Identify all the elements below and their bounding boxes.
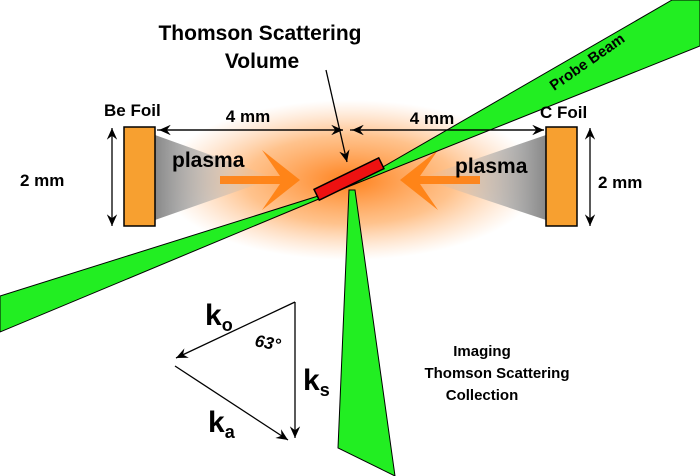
collection-line1: Imaging [453,343,511,360]
right-plasma-plume [420,135,546,220]
probe-beam-out [349,0,700,187]
ks-label: ks [303,364,330,400]
probe-beam-in [0,185,351,333]
left-gap-label: 4 mm [226,107,270,126]
volume-pointer [325,69,350,163]
c-foil-label: C Foil [540,103,587,122]
right-gap-label: 4 mm [410,109,454,128]
right-height-label: 2 mm [598,173,642,192]
be-foil [123,126,156,227]
scattering-volume [313,156,385,202]
plasma-flow-arrows [220,150,480,210]
right-plasma-label: plasma [455,155,528,178]
left-height-label: 2 mm [20,171,64,190]
collection-line3: Collection [446,387,519,404]
c-foil [545,126,578,227]
left-plasma-label: plasma [172,149,245,172]
collection-cone [337,189,396,476]
collection-line2: Thomson Scattering [424,365,569,382]
ka-label: ka [208,406,236,442]
title-line1: Thomson Scattering [158,22,361,45]
angle-label: 63° [253,331,282,354]
title-line2: Volume [225,50,299,73]
k0-label: ko [205,299,233,335]
ka-vector [174,365,289,441]
k0-vector [175,301,296,359]
left-plasma-plume [155,135,275,220]
be-foil-label: Be Foil [104,101,161,120]
